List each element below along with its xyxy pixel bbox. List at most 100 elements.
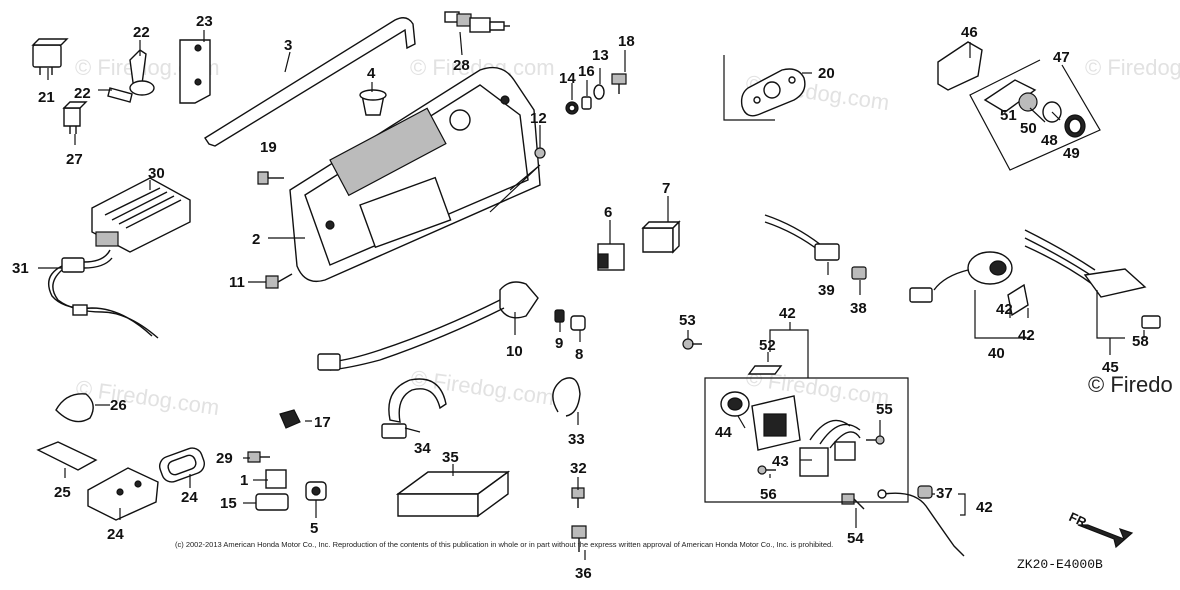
- callout-10: 10: [506, 343, 523, 360]
- part-23-bracket: [179, 39, 211, 104]
- part-15-cap: [255, 493, 289, 511]
- callout-45: 43: [772, 453, 789, 470]
- watermark-visible: © Firedo: [1088, 372, 1173, 397]
- callout-58: 58: [1132, 333, 1149, 350]
- callout-43: 42: [976, 499, 993, 516]
- part-40-harness: [764, 214, 840, 261]
- callout-1: 1: [240, 472, 248, 489]
- callout-3: 3: [284, 37, 292, 54]
- diagram-code: ZK20-E4000B: [1017, 557, 1103, 572]
- callout-51: 49: [1063, 145, 1080, 162]
- part-35-band: [381, 378, 447, 439]
- callout-18: 18: [618, 33, 635, 50]
- part-32-wire-harness: [48, 249, 159, 339]
- callout-48: 46: [961, 24, 978, 41]
- part-33-bolt: [571, 487, 585, 508]
- callout-56: 54: [847, 530, 864, 547]
- part-5-boot: [305, 481, 327, 501]
- callout-21: 21: [38, 89, 55, 106]
- callout-20: 20: [818, 65, 835, 82]
- callout-40: 39: [818, 282, 835, 299]
- part-48-holder: [937, 41, 983, 91]
- part-13-washer: [593, 84, 605, 100]
- callout-24: 24: [107, 526, 124, 543]
- part-42-clip: [1007, 283, 1029, 317]
- callout-16: 16: [578, 63, 595, 80]
- callout-41: 40: [988, 345, 1005, 362]
- part-55-screw: [682, 338, 702, 350]
- part-36-tube: [395, 470, 511, 518]
- part-46-grommet: [720, 391, 750, 417]
- part-57-screw: [757, 435, 885, 475]
- part-10-sensor: [317, 281, 539, 371]
- callout-23: 23: [196, 13, 213, 30]
- part-7-cover: [641, 220, 681, 254]
- callout-7: 7: [662, 180, 670, 197]
- callout-35: 34: [414, 440, 431, 457]
- leader-lines: [38, 30, 1145, 560]
- callout-36: 35: [442, 449, 459, 466]
- part-14-nut: [565, 101, 579, 115]
- copyright-notice: (c) 2002-2013 American Honda Motor Co., …: [175, 540, 834, 549]
- part-18-bolt: [611, 73, 627, 94]
- callout-14: 14: [559, 70, 576, 87]
- callout-28: 27: [66, 151, 83, 168]
- callout-15: 15: [220, 495, 237, 512]
- callout-57: 56: [760, 486, 777, 503]
- callout-55: 53: [679, 312, 696, 329]
- part-38-grommet: [917, 485, 933, 499]
- part-21-relay: [31, 38, 69, 75]
- callout-53: 51: [1000, 107, 1017, 124]
- part-29-spark-plug: [444, 11, 510, 33]
- callout-32: 31: [12, 260, 29, 277]
- part-54-label: [747, 365, 783, 375]
- part-28-fuse: [62, 101, 88, 134]
- part-2-control-panel: [289, 66, 541, 283]
- callout-8: 8: [575, 346, 583, 363]
- part-3-handle: [204, 17, 416, 147]
- callout-22: 22: [133, 24, 150, 41]
- callout-4: 4: [367, 65, 376, 82]
- callout-37: 36: [575, 565, 592, 582]
- callout-42: 42: [1018, 327, 1035, 344]
- part-19-bolt: [257, 171, 284, 185]
- part-30-bolt: [247, 451, 270, 463]
- part-8-cap: [570, 315, 586, 331]
- callout-42: 42: [996, 301, 1013, 318]
- watermark: © Firedog.com: [74, 375, 221, 420]
- callout-52: 50: [1020, 120, 1037, 137]
- callout-44: 42: [779, 305, 796, 322]
- part-34-clamp: [552, 377, 581, 417]
- callout-17: 17: [314, 414, 331, 431]
- part-11-bolt: [265, 273, 293, 289]
- callout-57: 55: [876, 401, 893, 418]
- part-20-gasket: [740, 68, 806, 117]
- part-43-ground-wire: [877, 489, 965, 557]
- callout-26: 25: [54, 484, 71, 501]
- part-16-collar: [581, 96, 592, 110]
- callout-54: 52: [759, 337, 776, 354]
- part-49-receptacle-parts: [983, 79, 1086, 138]
- callouts: 21 22 22 23 27 3 28 4 19 2 11 12 14 16 1…: [12, 13, 1149, 582]
- part-24-plate: [87, 467, 159, 521]
- part-58-cap: [1141, 315, 1161, 329]
- part-44-switch-body: [751, 395, 801, 451]
- callout-27: 26: [110, 397, 127, 414]
- part-37-bolt: [571, 525, 587, 552]
- callout-2: 2: [252, 231, 260, 248]
- part-6-switch: [597, 243, 625, 271]
- part-22-fuse-holder: [107, 49, 155, 103]
- part-27-holder: [55, 393, 94, 423]
- part-4-grommet: [359, 89, 387, 116]
- callout-39: 38: [850, 300, 867, 317]
- callout-5: 5: [310, 520, 318, 537]
- part-17-clip: [279, 409, 301, 429]
- callout-38: 37: [936, 485, 953, 502]
- part-1-connector: [265, 469, 287, 489]
- callout-25: 24: [181, 489, 198, 506]
- part-47-harness: [1024, 229, 1147, 298]
- part-39-cap: [851, 266, 867, 280]
- part-12-screw: [534, 147, 546, 159]
- callout-11: 11: [229, 274, 245, 291]
